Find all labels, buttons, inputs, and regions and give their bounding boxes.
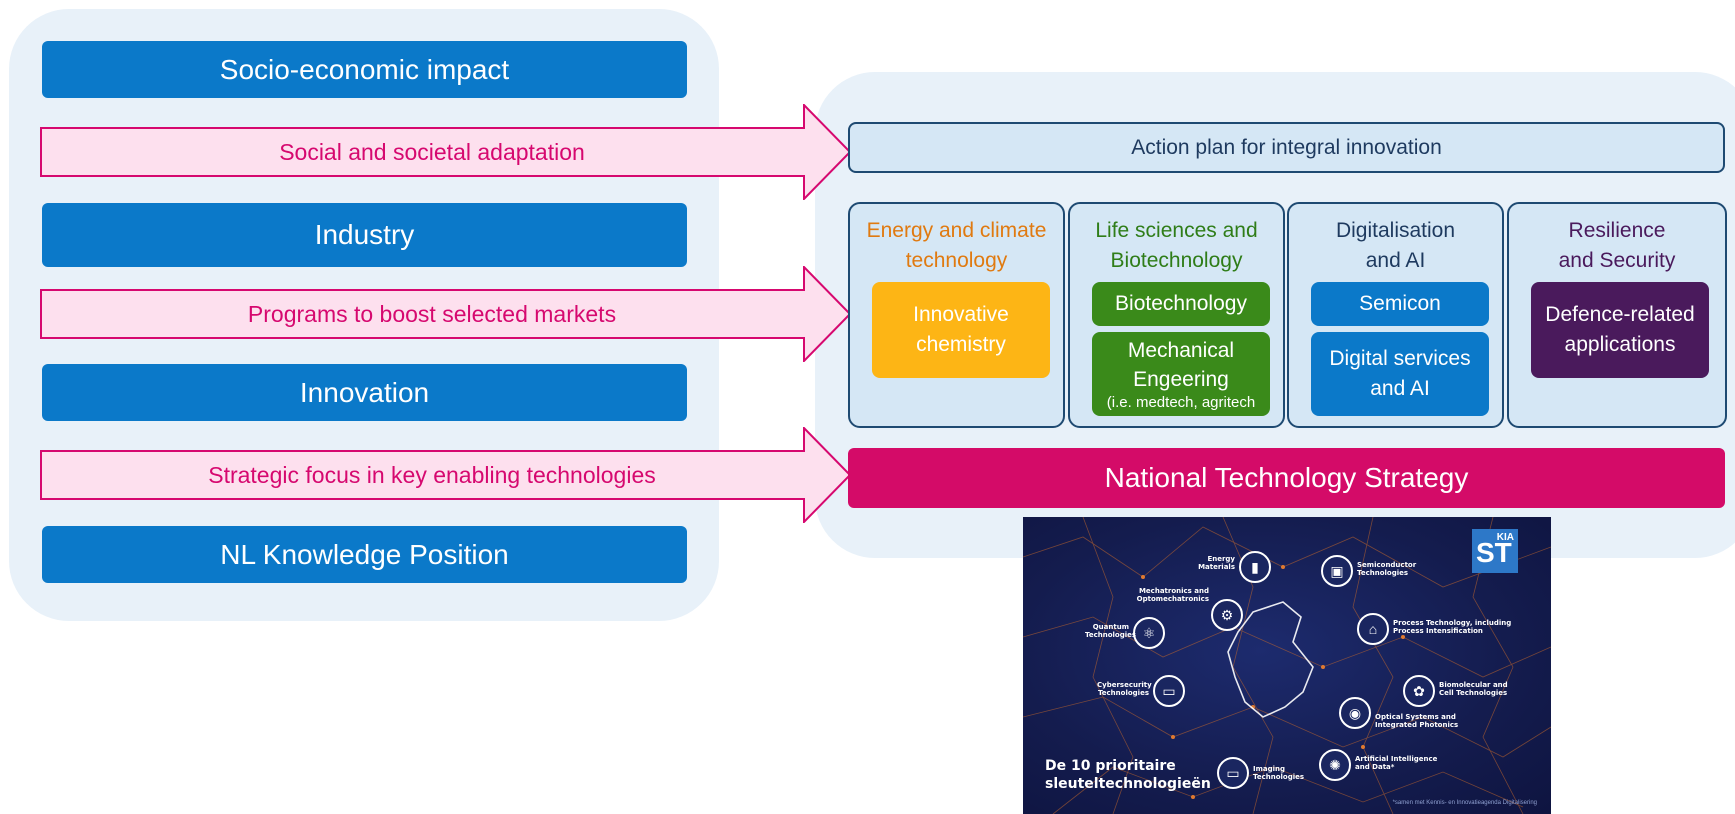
semicon-box: Semicon [1311, 282, 1489, 326]
atom-icon: ⚛ [1133, 617, 1165, 649]
column-title: Energy and climate technology [866, 219, 1047, 272]
mechatronics-label: Mechatronics and Optomechatronics [1136, 587, 1209, 603]
strategic-focus-label: Strategic focus in key enabling technolo… [208, 462, 656, 488]
boost-markets-label: Programs to boost selected markets [247, 301, 617, 327]
brain-icon: ✺ [1319, 749, 1351, 781]
poster-title: De 10 prioritaire sleuteltechnologieën [1045, 757, 1211, 793]
key-technologies-poster: KIA ST ▮ Energy Materials ▣ Semiconducto… [1023, 517, 1551, 814]
logo-small-text: KIA [1496, 532, 1514, 543]
strategic-focus-arrow [40, 427, 852, 523]
poster-title-line2: sleuteltechnologieën [1045, 776, 1211, 792]
boost-markets-arrow [40, 266, 852, 362]
national-technology-strategy-bar: National Technology Strategy [848, 448, 1725, 508]
mechanical-engineering-label: Mechanical Engeering [1127, 339, 1235, 391]
defence-applications-box: Defence-related applications [1531, 282, 1709, 378]
column-title: Digitalisation and AI [1335, 219, 1456, 272]
quantum-label: Quantum Technologies [1085, 623, 1137, 639]
action-plan-bar: Action plan for integral innovation [848, 122, 1725, 173]
cybersecurity-label: Cybersecurity Technologies [1097, 681, 1152, 697]
social-adaptation-label: Social and societal adaptation [279, 139, 585, 165]
industry-bar: Industry [42, 203, 687, 267]
semiconductor-label: Semiconductor Technologies [1357, 561, 1417, 577]
column-title: Resilience and Security [1558, 219, 1676, 272]
column-life-sciences: Life sciences and Biotechnology Biotechn… [1068, 202, 1285, 428]
digital-services-box: Digital services and AI [1311, 332, 1489, 416]
biotechnology-box: Biotechnology [1092, 282, 1270, 326]
innovation-bar: Innovation [42, 364, 687, 421]
column-energy-climate: Energy and climate technology Innovative… [848, 202, 1065, 428]
optical-systems-label: Optical Systems and Integrated Photonics [1375, 713, 1459, 729]
poster-title-line1: De 10 prioritaire [1045, 758, 1176, 774]
energy-materials-label: Energy Materials [1198, 555, 1235, 571]
imaging-label: Imaging Technologies [1253, 765, 1305, 781]
cell-icon: ✿ [1403, 675, 1435, 707]
nl-knowledge-position-bar: NL Knowledge Position [42, 526, 687, 583]
biomolecular-label: Biomolecular and Cell Technologies [1439, 681, 1508, 697]
kia-st-logo: KIA ST [1472, 529, 1518, 573]
process-technology-label: Process Technology, including Process In… [1393, 619, 1512, 635]
mechanical-engineering-box: Mechanical Engeering (i.e. medtech, agri… [1092, 332, 1270, 416]
chip-icon: ▣ [1321, 555, 1353, 587]
factory-icon: ⌂ [1357, 613, 1389, 645]
laptop-lock-icon: ▭ [1153, 675, 1185, 707]
column-digitalisation: Digitalisation and AI Semicon Digital se… [1287, 202, 1504, 428]
battery-icon: ▮ [1239, 551, 1271, 583]
lens-icon: ◉ [1339, 697, 1371, 729]
gears-icon: ⚙ [1211, 599, 1243, 631]
ai-data-label: Artificial Intelligence and Data* [1355, 755, 1438, 771]
network-lines [1023, 517, 1551, 814]
innovative-chemistry-box: Innovative chemistry [872, 282, 1050, 378]
mechanical-engineering-sub: (i.e. medtech, agritech [1106, 394, 1256, 411]
column-title: Life sciences and Biotechnology [1095, 219, 1258, 272]
socio-economic-impact-bar: Socio-economic impact [42, 41, 687, 98]
column-resilience: Resilience and Security Defence-related … [1507, 202, 1727, 428]
monitor-icon: ▭ [1217, 757, 1249, 789]
social-adaptation-arrow [40, 104, 852, 200]
poster-credit: *samen met Kennis- en Innovatieagenda Di… [1392, 800, 1537, 806]
logo-big-text: ST [1476, 537, 1512, 568]
